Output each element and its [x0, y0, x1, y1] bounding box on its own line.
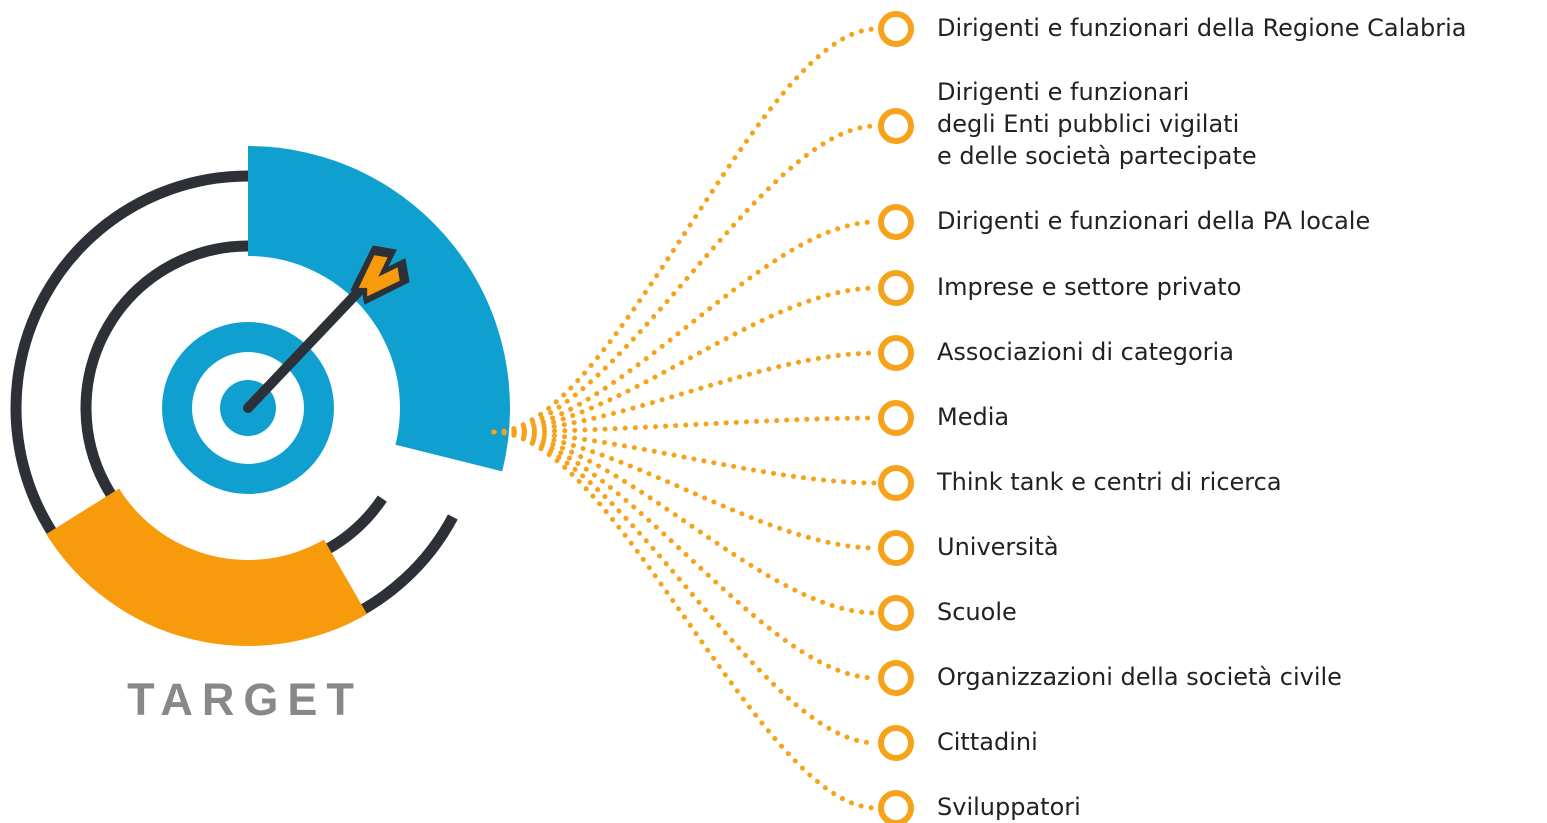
audience-label: Organizzazioni della società civile [937, 663, 1342, 691]
audience-node-icon [878, 465, 914, 501]
audience-node-icon [878, 790, 914, 823]
audience-nodes [878, 11, 914, 823]
audience-node-icon [878, 595, 914, 631]
audience-label: Università [937, 533, 1059, 561]
audience-node-icon [878, 400, 914, 436]
audience-node-icon [878, 270, 914, 306]
connector-line [491, 429, 879, 681]
connector-line [491, 26, 879, 435]
target-bullseye-icon [10, 146, 510, 647]
connector-line [491, 429, 879, 811]
arrow-icon [243, 245, 410, 413]
audience-label: Dirigenti e funzionari della Regione Cal… [937, 14, 1467, 42]
connector-line [491, 415, 879, 435]
audience-label: Media [937, 403, 1010, 431]
connector-line [491, 429, 879, 746]
connector-lines [491, 26, 879, 811]
connector-line [491, 285, 879, 435]
audience-node-icon [878, 11, 914, 47]
audience-node-icon [878, 204, 914, 240]
connector-line [491, 123, 879, 435]
audience-label: Think tank e centri di ricerca [937, 468, 1282, 496]
audience-node-icon [878, 725, 914, 761]
connector-line [491, 350, 879, 435]
audience-node-icon [878, 530, 914, 566]
audience-node-icon [878, 335, 914, 371]
audience-label: Cittadini [937, 728, 1038, 756]
audience-label: Dirigenti e funzionari degli Enti pubbli… [937, 78, 1257, 170]
audience-label: Associazioni di categoria [937, 338, 1234, 366]
connector-line [491, 219, 879, 435]
connector-line [491, 429, 879, 486]
audience-label: Sviluppatori [937, 793, 1081, 821]
audience-label: Scuole [937, 598, 1017, 626]
connector-line [491, 429, 879, 616]
audience-label: Imprese e settore privato [937, 273, 1242, 301]
audience-label: Dirigenti e funzionari della PA locale [937, 207, 1371, 235]
audience-node-icon [878, 108, 914, 144]
connector-line [491, 429, 879, 551]
target-title: TARGET [127, 674, 363, 725]
audience-node-icon [878, 660, 914, 696]
